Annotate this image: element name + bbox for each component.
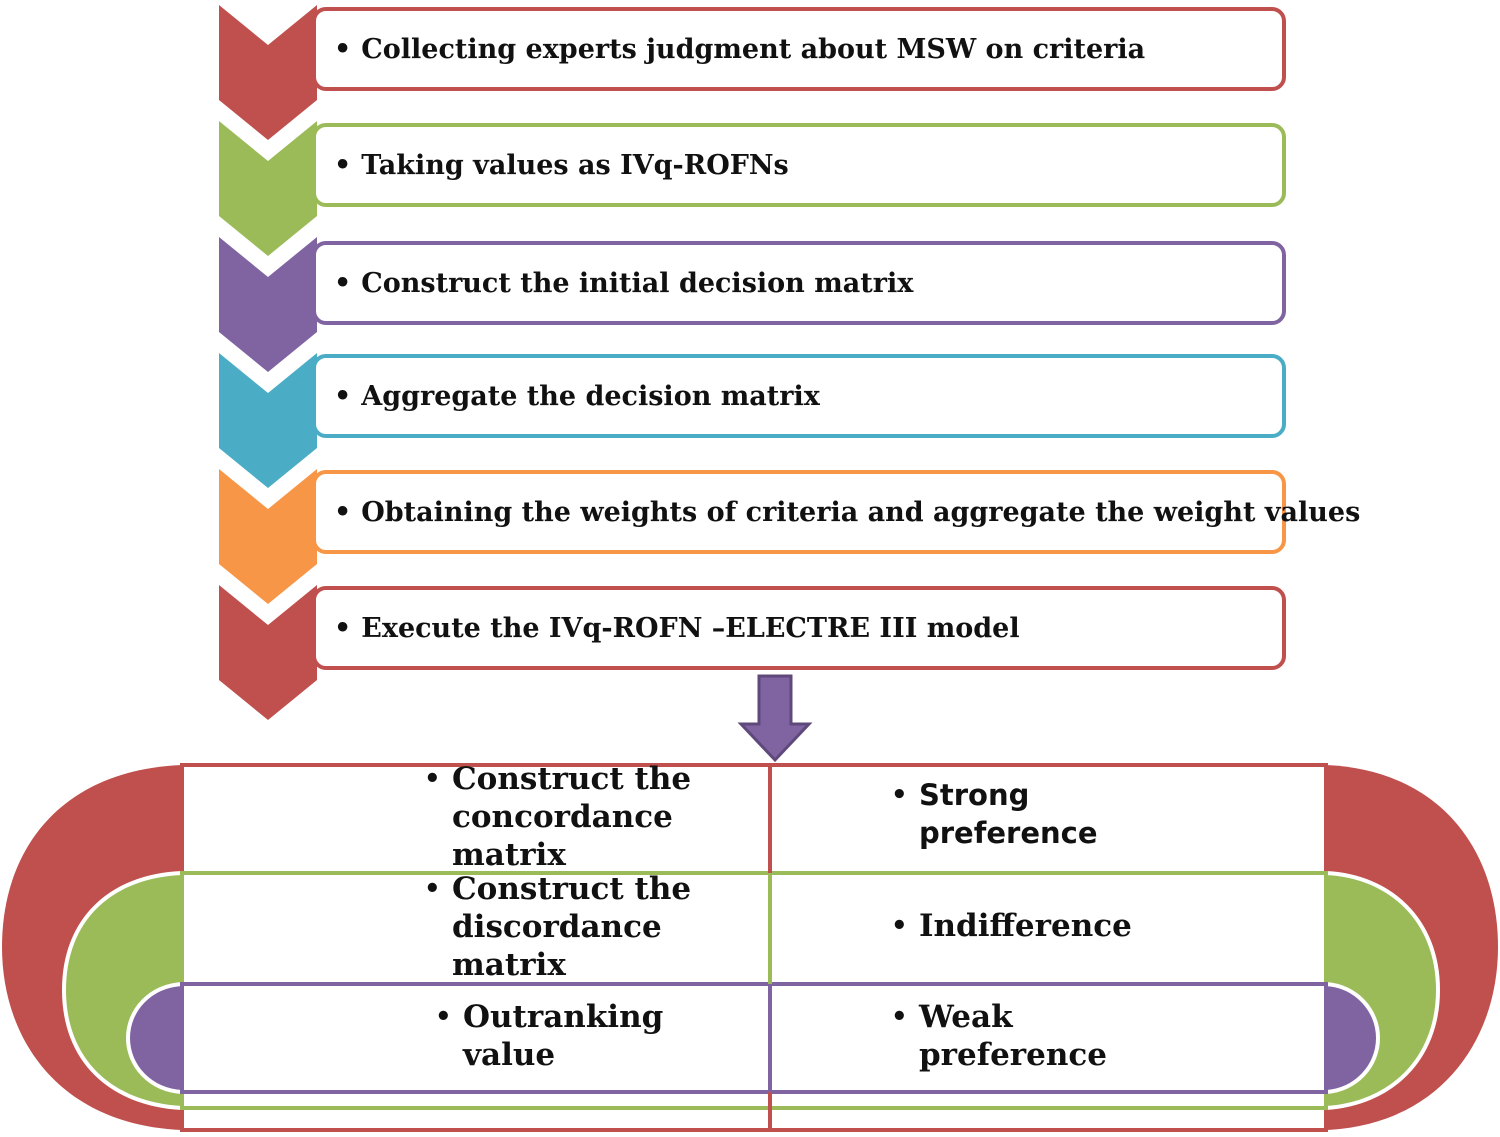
cell-strong-preference: • Strong preference xyxy=(891,776,1098,852)
table-background xyxy=(182,765,1326,1130)
step-box-3: • Construct the initial decision matrix xyxy=(312,241,1286,325)
bullet: • xyxy=(435,1002,452,1032)
step-label: Execute the IVq-ROFN –ELECTRE III model xyxy=(361,612,1020,644)
step-box-4: • Aggregate the decision matrix xyxy=(312,354,1286,438)
electre-ring-diagram xyxy=(2,763,1498,1132)
cell-line: Construct the xyxy=(452,871,692,907)
cell-line: Strong xyxy=(919,778,1030,812)
cell-line: preference xyxy=(919,1037,1107,1073)
step-box-6: • Execute the IVq-ROFN –ELECTRE III mode… xyxy=(312,586,1286,670)
cell-outranking: • Outranking value xyxy=(435,998,664,1074)
cell-weak-preference: • Weak preference xyxy=(891,998,1107,1074)
bullet: • xyxy=(334,267,352,299)
bullet: • xyxy=(891,780,908,810)
step-label: Collecting experts judgment about MSW on… xyxy=(361,33,1146,65)
bullet: • xyxy=(334,612,352,644)
chevron-shape xyxy=(219,5,317,140)
chevron-shape xyxy=(219,121,317,256)
bullet: • xyxy=(334,149,352,181)
step-box-5: • Obtaining the weights of criteria and … xyxy=(312,470,1360,554)
bullet: • xyxy=(424,874,441,904)
cell-line: Weak xyxy=(919,999,1013,1035)
bullet: • xyxy=(334,33,352,65)
chevron-step-3 xyxy=(219,237,317,372)
bullet: • xyxy=(891,911,908,941)
cell-line: Construct the xyxy=(452,761,692,797)
cell-line: concordance xyxy=(452,799,673,835)
chevron-step-4 xyxy=(219,353,317,488)
bullet: • xyxy=(891,1002,908,1032)
chevron-shape xyxy=(219,237,317,372)
chevron-step-5 xyxy=(219,469,317,604)
cell-line: Outranking xyxy=(463,999,664,1035)
step-label: Construct the initial decision matrix xyxy=(361,267,914,299)
cell-line: preference xyxy=(919,816,1098,850)
chevron-shape xyxy=(219,585,317,720)
chevron-step-6 xyxy=(219,585,317,720)
bullet: • xyxy=(424,764,441,794)
inner-ring-right xyxy=(1324,981,1381,1095)
cell-indifference: • Indifference xyxy=(891,907,1132,945)
step-box-2: • Taking values as IVq-ROFNs xyxy=(312,123,1286,207)
cell-discordance: • Construct the discordance matrix xyxy=(424,870,692,984)
cell-line: matrix xyxy=(452,947,566,983)
cell-line: Indifference xyxy=(919,908,1132,944)
cell-line: discordance xyxy=(452,909,662,945)
inner-table-border xyxy=(180,982,1328,1094)
cell-concordance: • Construct the concordance matrix xyxy=(424,760,692,874)
cell-line: value xyxy=(463,1037,556,1073)
step-label: Aggregate the decision matrix xyxy=(361,380,820,412)
bullet: • xyxy=(334,380,352,412)
chevron-step-2 xyxy=(219,121,317,256)
chevron-shape xyxy=(219,469,317,604)
inner-ring-left xyxy=(125,981,184,1095)
step-label: Taking values as IVq-ROFNs xyxy=(361,149,789,181)
step-label: Obtaining the weights of criteria and ag… xyxy=(361,496,1361,528)
chevron-step-1 xyxy=(219,5,317,140)
chevron-shape xyxy=(219,353,317,488)
bullet: • xyxy=(334,496,352,528)
cell-line: matrix xyxy=(452,837,566,873)
down-arrow-icon xyxy=(737,674,813,763)
step-box-1: • Collecting experts judgment about MSW … xyxy=(312,7,1286,91)
